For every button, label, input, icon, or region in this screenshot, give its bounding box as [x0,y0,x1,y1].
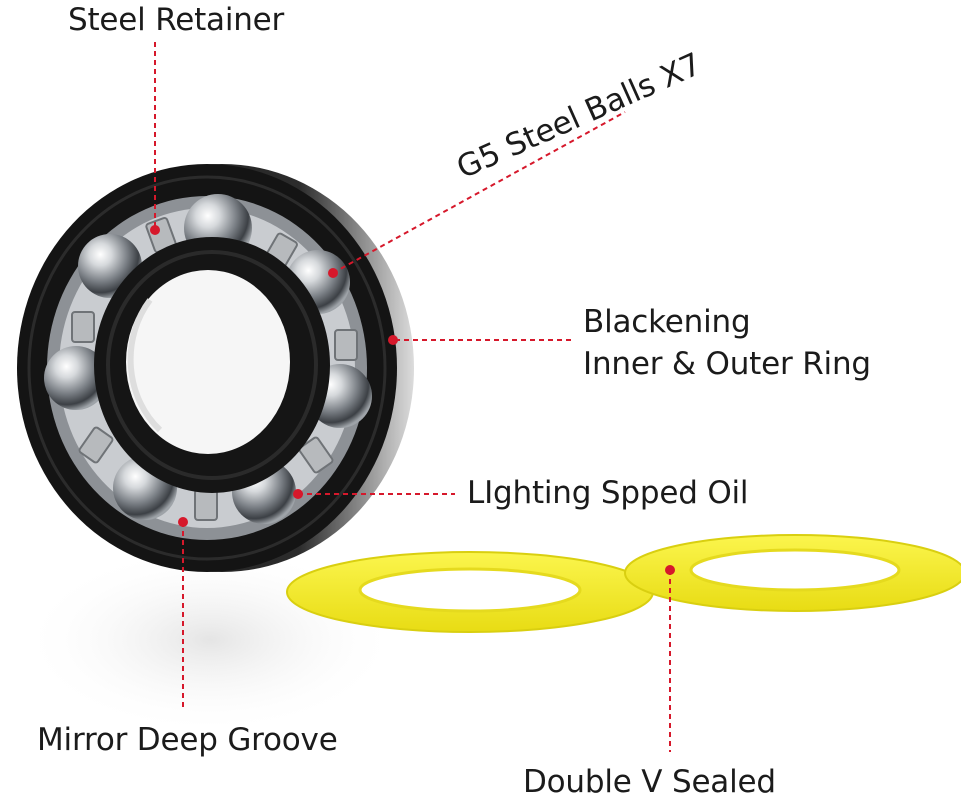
leader-steel-balls [332,111,626,274]
label-steel-retainer: Steel Retainer [68,2,285,38]
label-groove: Mirror Deep Groove [37,722,338,758]
ball [44,346,108,410]
label-oil: LIghting Spped Oil [467,475,749,511]
leader-dots [150,225,675,575]
bearing [17,164,414,572]
bore [126,270,290,454]
label-blackening-line2: Inner & Outer Ring [583,346,871,382]
seal-ring-right [624,534,961,612]
label-sealed: Double V Sealed [523,764,776,800]
seal-ring-left [286,551,654,633]
label-blackening-line1: Blackening [583,304,751,340]
leader-lines [154,42,671,752]
